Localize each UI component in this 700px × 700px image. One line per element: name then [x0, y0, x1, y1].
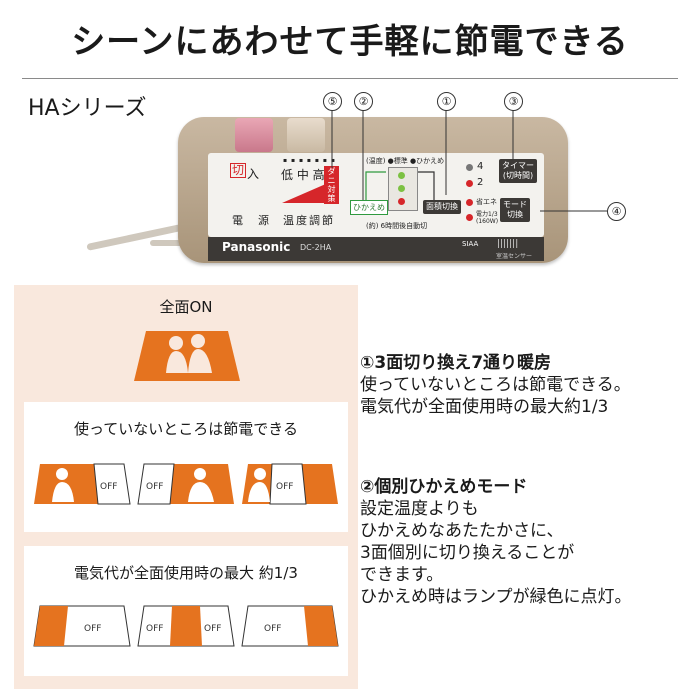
brand-strip	[208, 237, 544, 261]
eco-label: 省エネ	[476, 198, 497, 206]
series-label: HAシリーズ	[28, 96, 147, 121]
siaa-mark: SIAA	[462, 240, 479, 248]
off-label-2: OFF	[146, 482, 163, 492]
callout-4: ④	[607, 202, 626, 221]
feature-1-line: 電気代が全面使用時の最大約1/3	[360, 397, 609, 417]
off-label-3: OFF	[276, 482, 293, 492]
feature-2: ②個別ひかえめモード 設定温度よりも ひかえめなあたたかさに、 3面個別に切り換…	[360, 476, 632, 608]
feature-2-heading: ②個別ひかえめモード	[360, 477, 528, 497]
timer-button[interactable]: タイマー (切時間)	[499, 159, 537, 183]
area-switch-button[interactable]: 面積切換	[423, 200, 461, 214]
page-title: シーンにあわせて手軽に節電できる	[71, 22, 629, 62]
feature-1-heading: ①3面切り換え7通り暖房	[360, 353, 552, 373]
partial-mats-icon: OFF OFF OFF	[34, 463, 338, 505]
callout-5: ⑤	[323, 92, 342, 111]
power-switch[interactable]	[235, 118, 273, 152]
off-label-5: OFF	[146, 624, 163, 634]
brand-name: Panasonic	[222, 240, 291, 254]
timer-2-led-icon	[466, 180, 473, 187]
card-partial-title: 使っていないところは節電できる	[74, 420, 298, 438]
zenmen-on-title: 全面ON	[159, 298, 213, 316]
third-power-label: 電力1/3 (160W)	[476, 211, 499, 225]
area-led-3-icon	[398, 198, 405, 205]
area-led-2-icon	[398, 185, 405, 192]
control-panel	[208, 153, 544, 237]
temperature-slider[interactable]	[287, 118, 325, 152]
feature-2-line: 3面個別に切り換えることが	[360, 543, 575, 563]
feature-2-line: ひかえめなあたたかさに、	[360, 521, 564, 541]
legend-text: (温度) ●標準 ●ひかえめ	[366, 157, 445, 165]
callout-1: ①	[437, 92, 456, 111]
power-caption: 電 源	[232, 214, 271, 227]
selector-lines	[365, 171, 435, 200]
off-label-4: OFF	[84, 624, 101, 634]
power-cord-joint	[150, 240, 190, 246]
third-mats-icon: OFF OFF OFF OFF	[33, 605, 339, 647]
model-number: DC-2HA	[300, 243, 332, 252]
area-led-1-icon	[398, 172, 405, 179]
off-label-6: OFF	[204, 624, 221, 634]
divider	[22, 78, 678, 79]
third-power-led-icon	[466, 214, 473, 221]
hikaeme-button[interactable]: ひかえめ	[350, 200, 388, 215]
power-off-label: 切	[230, 163, 247, 178]
feature-2-line: できます。	[360, 565, 444, 585]
feature-1-line: 使っていないところは節電できる。	[360, 375, 631, 395]
off-label-7: OFF	[264, 624, 281, 634]
room-sensor-label: 室温センサー	[496, 253, 533, 260]
temp-levels-label: 低 中 高	[281, 168, 325, 182]
power-on-label: 入	[247, 167, 260, 181]
callout-2: ②	[354, 92, 373, 111]
off-label-1: OFF	[100, 482, 117, 492]
feature-2-line: ひかえめ時はランプが緑色に点灯。	[360, 587, 632, 607]
sensor-grille-icon: |||||||	[497, 239, 519, 249]
timer-4-label: 4	[477, 161, 484, 172]
mode-switch-button[interactable]: モード 切換	[500, 198, 530, 222]
temp-caption: 温度調節	[283, 214, 335, 227]
timer-4-led-icon	[466, 164, 473, 171]
feature-1: ①3面切り換え7通り暖房 使っていないところは節電できる。 電気代が全面使用時の…	[360, 352, 631, 418]
dani-label: ダニ対策	[324, 166, 339, 204]
temp-ramp-icon	[282, 183, 328, 203]
full-on-mat-icon	[134, 331, 240, 381]
callout-lines	[331, 110, 607, 212]
callout-3: ③	[504, 92, 523, 111]
eco-led-icon	[466, 199, 473, 206]
timer-2-label: 2	[477, 177, 484, 188]
temp-tick-marks: ▪ ▪ ▪ ▪ ▪ ▪ ▪	[283, 157, 336, 164]
card-max-third-title: 電気代が全面使用時の最大 約1/3	[74, 564, 298, 582]
feature-2-line: 設定温度よりも	[360, 499, 479, 519]
auto-off-note: (約) 6時間後自動切	[366, 222, 428, 230]
